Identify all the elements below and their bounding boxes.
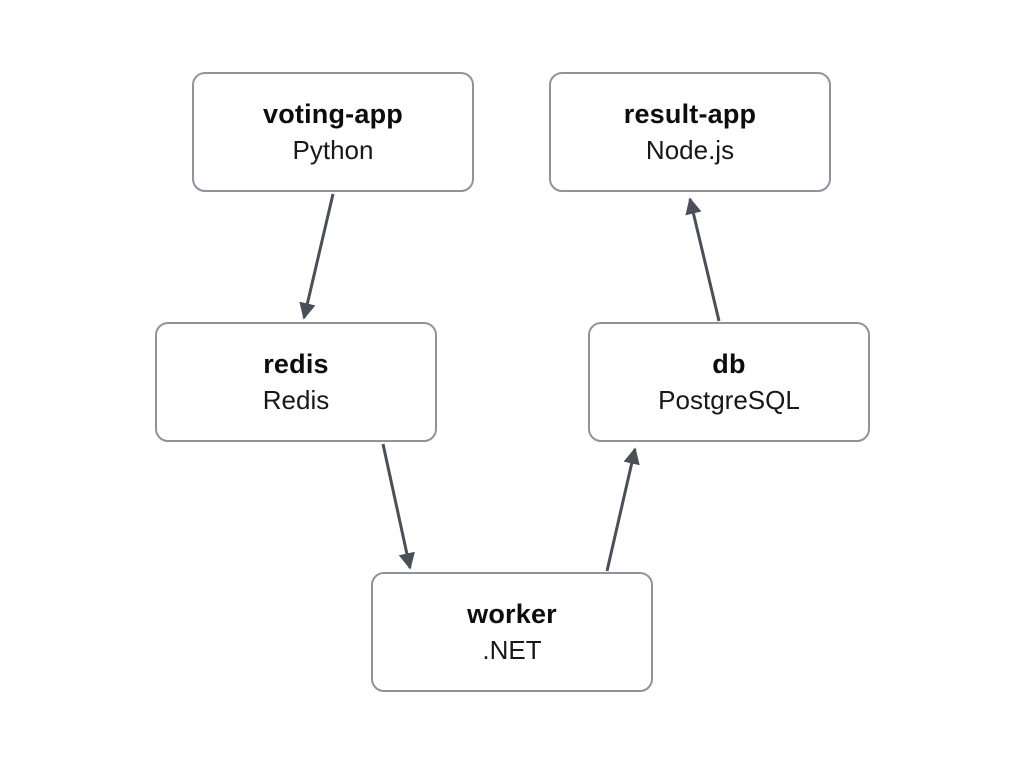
- node-result-app: result-app Node.js: [549, 72, 831, 192]
- node-subtitle: PostgreSQL: [658, 385, 800, 415]
- node-title: worker: [467, 599, 557, 629]
- node-redis: redis Redis: [155, 322, 437, 442]
- edge-worker-to-db: [605, 447, 640, 572]
- node-title: redis: [263, 349, 329, 379]
- edge-redis-to-worker: [381, 443, 415, 570]
- node-title: result-app: [623, 99, 757, 129]
- node-subtitle: Redis: [262, 385, 330, 415]
- edge-db-to-result-app: [685, 197, 721, 322]
- node-subtitle: Node.js: [645, 135, 735, 165]
- node-worker: worker .NET: [371, 572, 653, 692]
- node-subtitle: Python: [292, 135, 374, 165]
- node-subtitle: .NET: [482, 635, 542, 665]
- node-title: voting-app: [263, 99, 403, 129]
- edge-voting-app-to-redis: [299, 193, 335, 320]
- node-db: db PostgreSQL: [588, 322, 870, 442]
- node-title: db: [712, 349, 746, 379]
- node-voting-app: voting-app Python: [192, 72, 474, 192]
